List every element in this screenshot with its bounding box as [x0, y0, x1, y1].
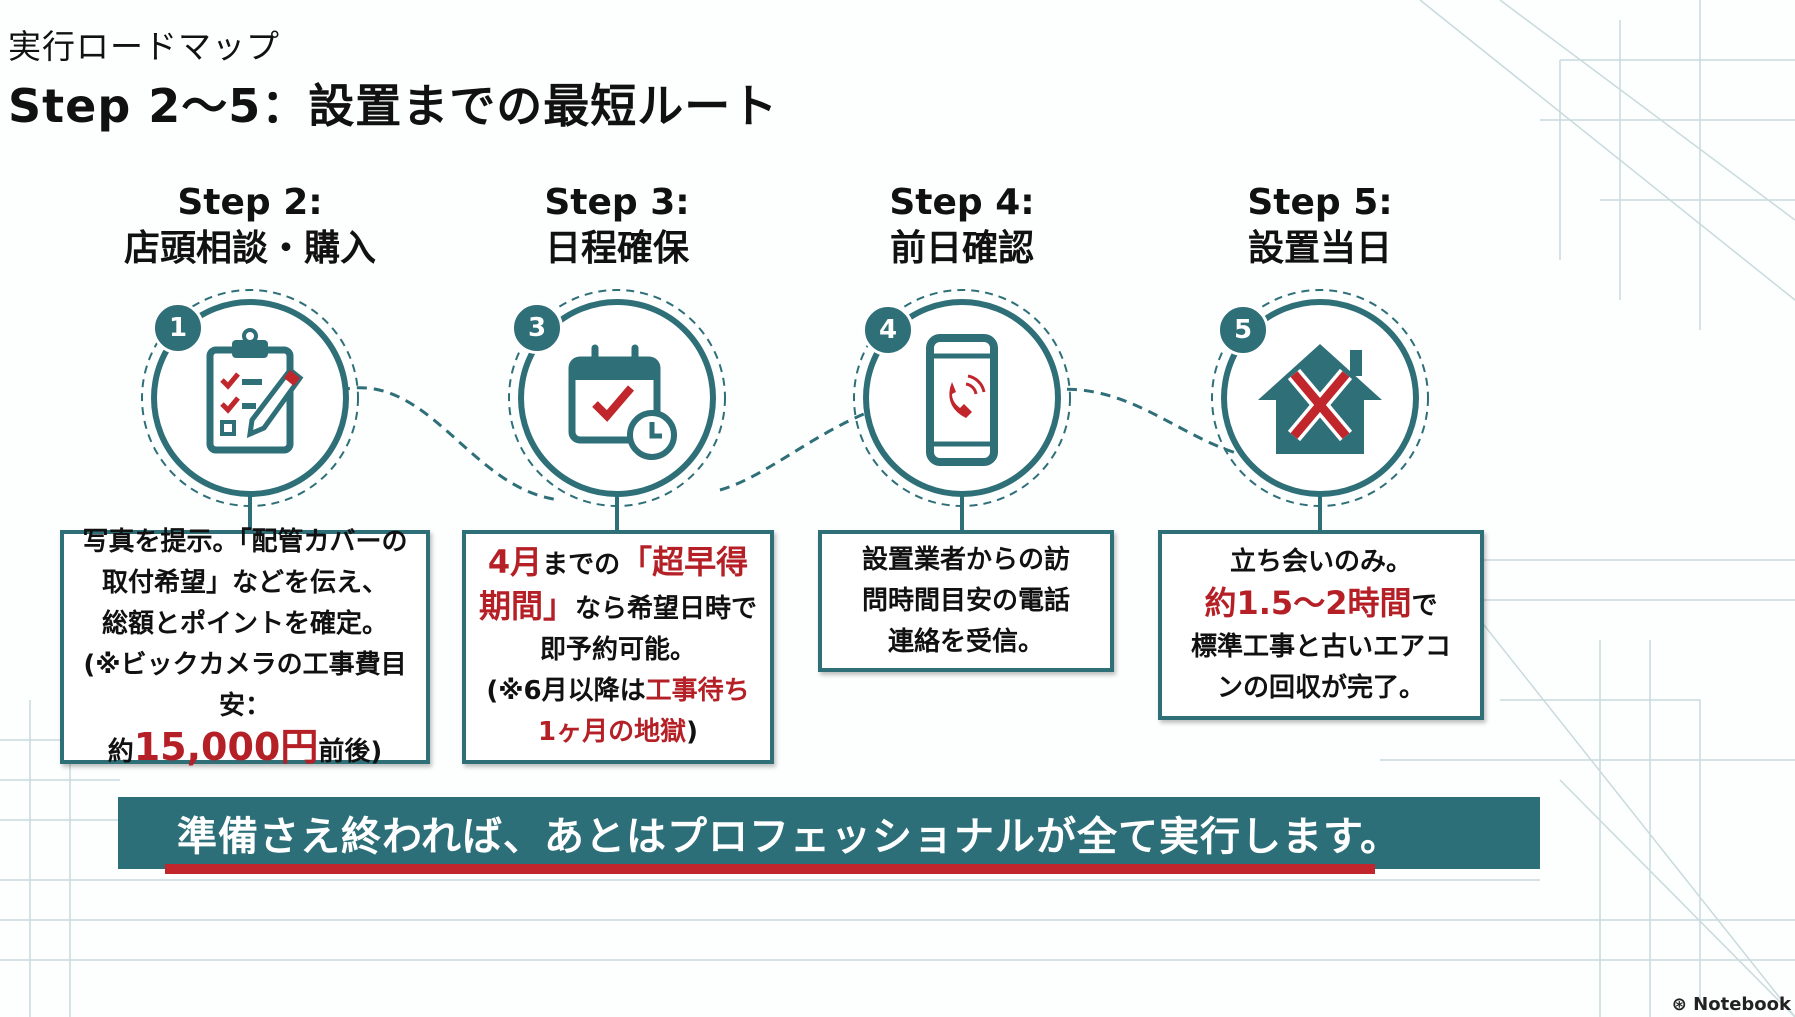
body-text: 問時間目安の電話 [861, 585, 1070, 616]
step-5-heading: Step 5: 設置当日 [1140, 180, 1500, 272]
highlight-text: 約1.5〜2時間 [1204, 583, 1412, 622]
body-text: までの [542, 549, 621, 580]
banner-red-underline [165, 864, 1375, 874]
highlight-text: 「超早得 [620, 542, 749, 581]
summary-banner: 準備さえ終われば、あとはプロフェッショナルが全て実行します。 [118, 797, 1540, 869]
body-text: 総額とポイントを確定。 [101, 608, 388, 639]
step-number-badge: 5 [1217, 304, 1269, 356]
clipboard-checklist-icon [206, 328, 304, 454]
body-text: 取付希望」などを伝え、 [101, 567, 388, 598]
step-5-detail-box: 立ち会いのみ。約1.5〜2時間で標準工事と古いエアコンの回収が完了。 [1158, 530, 1484, 720]
body-text: 設置業者からの訪 [861, 544, 1070, 575]
highlight-text: 工事待ち [645, 675, 750, 706]
box-line: (※ビックカメラの工事費目安： [64, 645, 426, 727]
step-number-badge: 1 [152, 302, 204, 354]
box-line: 約1.5〜2時間で [1162, 583, 1480, 627]
step-2-detail-box: 写真を提示。「配管カバーの取付希望」などを伝え、総額とポイントを確定。 (※ビック… [60, 527, 430, 767]
highlight-text: 期間」 [478, 586, 575, 625]
box-line: 取付希望」などを伝え、 [64, 563, 426, 604]
step-label: Step 5: [1247, 182, 1393, 223]
box-line: 期間」なら希望日時で [466, 586, 770, 630]
highlight-text: 4月 [487, 542, 543, 581]
body-text: ンの回収が完了。 [1216, 672, 1425, 703]
box-line: 1ヶ月の地獄) [466, 712, 770, 753]
notebook-logo-icon: ⊛ [1671, 994, 1694, 1015]
box-line: 連絡を受信。 [822, 622, 1110, 663]
body-text: 標準工事と古いエアコ [1190, 631, 1451, 662]
body-text: なら希望日時で [575, 593, 758, 624]
step-2-circle [141, 289, 359, 530]
step-label: Step 2: [177, 182, 323, 223]
step-number-badge: 4 [862, 304, 914, 356]
step-4-circle [853, 289, 1071, 530]
box-line: (※6月以降は工事待ち [466, 671, 770, 712]
page-title: Step 2〜5：設置までの最短ルート [8, 79, 779, 133]
box-line: 即予約可能。 [466, 630, 770, 671]
body-text: ) [686, 716, 698, 747]
calendar-check-clock-icon [568, 344, 677, 460]
body-text: 連絡を受信。 [887, 626, 1044, 657]
body-text: で [1411, 590, 1438, 621]
step-3-circle [508, 289, 726, 530]
step-number-badge: 3 [511, 302, 563, 354]
box-line: 総額とポイントを確定。 [64, 604, 426, 645]
box-line: 標準工事と古いエアコ [1162, 627, 1480, 668]
highlight-text: 1ヶ月の地獄 [538, 716, 687, 747]
step-4-detail-box: 設置業者からの訪問時間目安の電話連絡を受信。 [818, 530, 1114, 672]
step-name: 店頭相談・購入 [123, 228, 376, 269]
house-tools-icon [1258, 344, 1382, 454]
step-2-heading: Step 2: 店頭相談・購入 [70, 180, 430, 272]
box-line: 立ち会いのみ。 [1162, 542, 1480, 583]
step-3-heading: Step 3: 日程確保 [437, 180, 797, 272]
body-text: (※ビックカメラの工事費目安： [83, 649, 407, 721]
box-line: 問時間目安の電話 [822, 581, 1110, 622]
box-line: 約15,000円前後) [64, 724, 426, 773]
step-name: 設置当日 [1247, 228, 1392, 269]
notebook-brand-label: ⊛ Notebook [1671, 994, 1791, 1015]
step-name: 日程確保 [544, 228, 689, 269]
box-line: 設置業者からの訪 [822, 540, 1110, 581]
body-text: (※6月以降は [486, 675, 646, 706]
step-4-heading: Step 4: 前日確認 [782, 180, 1142, 272]
body-text: 前後) [318, 736, 383, 767]
step-5-circle [1211, 289, 1429, 530]
step-name: 前日確認 [889, 228, 1034, 269]
body-text: 約 [107, 736, 134, 767]
highlight-text: 15,000円 [133, 724, 319, 769]
step-label: Step 3: [544, 182, 690, 223]
body-text: 即予約可能。 [539, 634, 696, 665]
body-text: 立ち会いのみ。 [1229, 546, 1412, 577]
page-subtitle: 実行ロードマップ [8, 27, 280, 66]
step-label: Step 4: [889, 182, 1035, 223]
dashed-route-line [339, 386, 1301, 502]
box-line: 4月までの「超早得 [466, 542, 770, 586]
smartphone-call-icon [926, 334, 998, 466]
box-line: ンの回収が完了。 [1162, 668, 1480, 709]
body-text: 写真を提示。「配管カバーの [82, 526, 408, 557]
box-line: 写真を提示。「配管カバーの [64, 522, 426, 563]
